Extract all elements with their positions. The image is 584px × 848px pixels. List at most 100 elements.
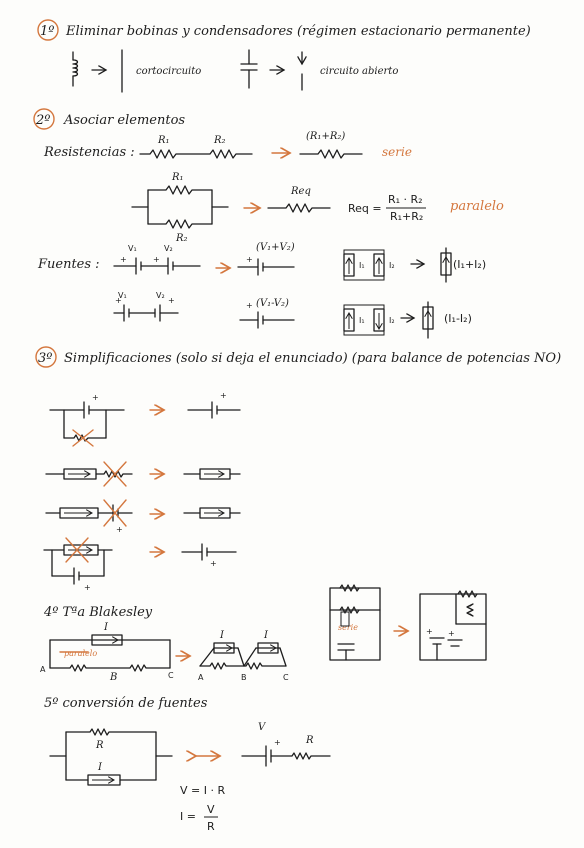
section-4: 4º Tªa Blakesley I paralelo A B C I — [40, 584, 487, 683]
v2-label: V₂ — [164, 244, 173, 253]
series-label: serie — [382, 145, 412, 159]
svg-text:+: + — [220, 391, 227, 400]
i2-label: I₂ — [389, 316, 395, 325]
section-title: Simplificaciones (solo si deja el enunci… — [64, 351, 561, 366]
series-note: serie — [338, 623, 358, 632]
blakesley-circuit-after: I I A B C — [198, 630, 289, 682]
resistor-label: R — [95, 740, 104, 751]
equation-i-numerator: V — [207, 803, 215, 816]
section-2: 2º Asociar elementos Resistencias : R₁ R… — [33, 108, 504, 339]
simplification-series-voltage-source: + — [45, 499, 133, 534]
svg-text:+: + — [274, 738, 281, 747]
equivalent-current-source: (I₁+I₂) — [440, 247, 486, 283]
section-number: 2º — [35, 113, 50, 128]
parallel-current-sources-sum: I₁ I₂ — [343, 249, 395, 281]
example-circuit-after: + + — [419, 590, 487, 661]
short-circuit-label: cortocircuito — [136, 66, 201, 77]
example-circuit-before: serie — [329, 584, 381, 661]
section-number-circle — [33, 108, 55, 130]
v-diff-label: (V₁-V₂) — [256, 298, 289, 309]
parallel-current-sources-diff: I₁ I₂ — [343, 304, 395, 336]
r2-label: R₂ — [175, 233, 188, 244]
equation-i-denominator: R — [207, 820, 215, 833]
svg-text:+: + — [92, 393, 99, 402]
section-title: Asociar elementos — [63, 113, 185, 128]
v2-label: V₂ — [156, 291, 165, 300]
i1-label: I₁ — [359, 316, 365, 325]
capacitor-icon — [240, 49, 258, 89]
r2-label: R₂ — [213, 135, 226, 146]
resistances-label: Resistencias : — [43, 145, 135, 160]
current-label: I — [103, 622, 109, 633]
svg-text:+: + — [246, 301, 253, 310]
voltage-source-icon: + — [181, 543, 237, 568]
req-numerator: R₁ · R₂ — [388, 193, 423, 206]
current-source-icon — [183, 468, 241, 480]
voltage-label: V — [258, 722, 267, 733]
series-voltage-sources-diff: V₁ V₂ + + — [113, 291, 179, 322]
node-a-label: A — [40, 665, 46, 674]
svg-text:+: + — [84, 583, 91, 592]
node-a-label: A — [198, 673, 204, 682]
equation-v: V = I · R — [180, 784, 225, 797]
i-diff-label: (I₁-I₂) — [444, 312, 472, 325]
simplification-series-resistor — [45, 461, 133, 487]
series-voltage-sources-sum: V₁ V₂ + + — [113, 244, 201, 275]
open-circuit-label: circuito abierto — [320, 66, 398, 77]
resistor-label: R — [305, 735, 314, 746]
equivalent-resistor — [299, 149, 363, 159]
svg-text:+: + — [115, 296, 122, 305]
node-b-label: B — [241, 673, 247, 682]
svg-text:+: + — [116, 525, 123, 534]
i2-label: I₂ — [389, 261, 395, 270]
simplification-shunt-resistor: + — [49, 393, 125, 447]
section-title: 5º conversión de fuentes — [44, 696, 208, 711]
section-1: 1º Eliminar bobinas y condensadores (rég… — [37, 19, 531, 93]
svg-text:+: + — [120, 255, 127, 264]
svg-text:+: + — [448, 629, 455, 638]
current-label: I — [219, 630, 225, 641]
equivalent-voltage-source: + (V₁-V₂) — [239, 298, 295, 329]
svg-text:+: + — [246, 255, 253, 264]
equivalent-resistor — [267, 203, 331, 213]
inductor-icon — [72, 51, 79, 87]
svg-text:+: + — [153, 255, 160, 264]
v1-label: V₁ — [118, 291, 127, 300]
r1-label: R₁ — [171, 172, 184, 183]
section-5: 5º conversión de fuentes R I + V R V = I… — [44, 696, 331, 833]
req-label: Req — [290, 186, 311, 197]
v1-label: V₁ — [128, 244, 137, 253]
sources-label: Fuentes : — [37, 257, 100, 272]
equation-i: I = — [180, 810, 196, 823]
v-sum-label: (V₁+V₂) — [256, 242, 295, 253]
section-number: 1º — [40, 24, 54, 39]
section-number: 3º — [38, 351, 52, 366]
svg-text:+: + — [168, 296, 175, 305]
series-voltage-source-resistor: + V R — [241, 722, 331, 767]
req-denominator: R₁+R₂ — [390, 210, 423, 223]
req-equals: Req = — [348, 202, 382, 215]
node-c-label: C — [168, 671, 174, 680]
blakesley-circuit-before: I paralelo A B C — [40, 622, 174, 683]
section-number-circle — [35, 346, 57, 368]
current-label: I — [97, 762, 103, 773]
parallel-note: paralelo — [64, 649, 97, 658]
current-source-icon — [183, 507, 241, 519]
section-number-circle — [37, 19, 59, 41]
section-3: 3º Simplificaciones (solo si deja el enu… — [35, 346, 561, 592]
svg-text:+: + — [210, 559, 217, 568]
current-label: I — [263, 630, 269, 641]
equivalent-current-source: (I₁-I₂) — [422, 301, 472, 339]
series-resistors: R₁ R₂ — [139, 135, 253, 159]
node-b-label: B — [109, 672, 117, 683]
voltage-source-icon: + — [187, 391, 241, 419]
r1-label: R₁ — [157, 135, 170, 146]
simplification-parallel-current-source: + — [43, 537, 113, 592]
series-sum-label: (R₁+R₂) — [306, 131, 345, 142]
i-sum-label: (I₁+I₂) — [453, 258, 486, 271]
section-title: 4º Tªa Blakesley — [43, 605, 153, 620]
parallel-label: paralelo — [450, 199, 504, 214]
parallel-current-source-resistor: R I — [49, 728, 173, 786]
